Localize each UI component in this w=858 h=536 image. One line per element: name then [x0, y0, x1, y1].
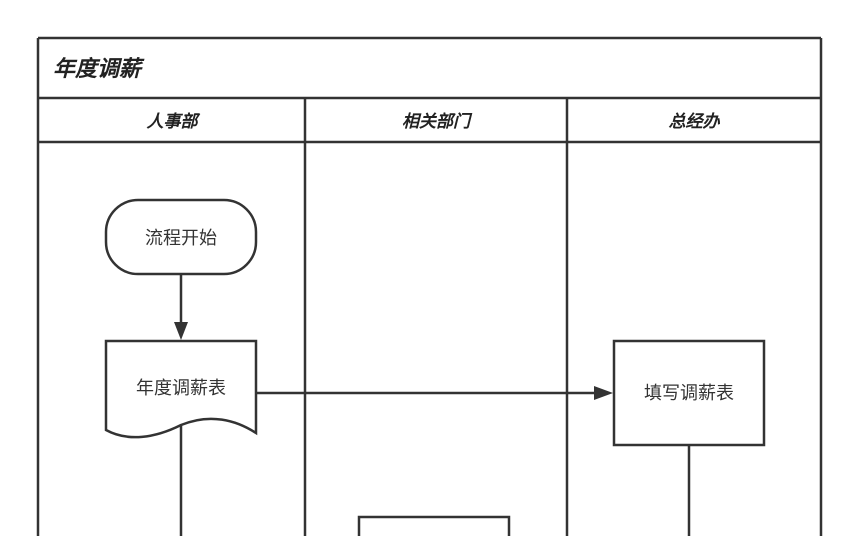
edge-doc-to-fill	[256, 386, 613, 400]
node-fill-form-label: 填写调薪表	[644, 383, 734, 404]
process-shape	[612, 339, 766, 447]
pool-title: 年度调薪	[53, 56, 145, 82]
arrowhead-down	[174, 322, 188, 340]
node-document-label: 年度调薪表	[136, 378, 226, 399]
node-fill-form: 填写调薪表	[612, 339, 766, 447]
document-shape	[104, 339, 258, 439]
node-start: 流程开始	[104, 198, 258, 276]
lane-header-hr: 人事部	[147, 112, 201, 132]
edge-start-to-doc	[174, 274, 188, 340]
arrowhead-right	[594, 386, 613, 400]
lane-header-gm-office: 总经办	[669, 112, 721, 132]
node-partial	[357, 515, 511, 536]
node-document: 年度调薪表	[104, 339, 258, 439]
terminator-shape	[104, 198, 258, 276]
node-start-label: 流程开始	[145, 228, 217, 249]
pool-frame	[36, 36, 823, 536]
process-shape	[357, 515, 511, 536]
lane-header-departments: 相关部门	[402, 112, 473, 132]
